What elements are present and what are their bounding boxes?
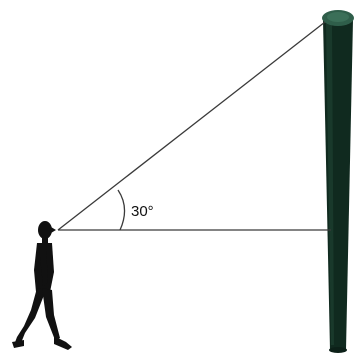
person-arm [39,246,48,286]
pole-base [329,347,347,353]
walking-person-silhouette [12,221,72,350]
person-front-leg [42,288,60,340]
person-head [38,221,52,239]
pole-highlight [326,24,334,345]
pole-top-inner [327,12,349,22]
person-front-foot [54,336,72,350]
angle-label: 30° [131,203,154,220]
person-back-leg [14,288,46,345]
angle-arc [117,189,126,231]
elevation-line [57,21,326,231]
person-back-foot [12,340,24,348]
person-neck [42,237,48,243]
pole [322,10,354,353]
person-face [51,227,56,233]
